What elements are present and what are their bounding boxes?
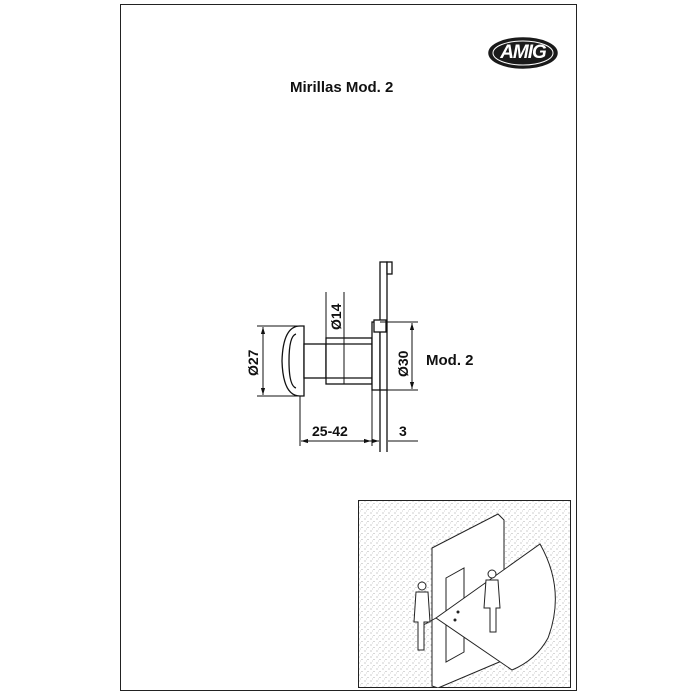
viewing-angle-illustration (358, 500, 571, 688)
dimension-barrel-diameter: Ø14 (328, 303, 344, 330)
model-label: Mod. 2 (426, 352, 474, 369)
barrel-step (303, 343, 327, 379)
barrel (325, 337, 373, 385)
cover-pivot (373, 319, 387, 333)
person-inside (413, 581, 431, 651)
dimension-door-thickness: 25-42 (312, 423, 348, 439)
dimension-outer-diameter: Ø27 (245, 349, 261, 376)
cover-knob (386, 261, 393, 275)
dimension-flange-diameter: Ø30 (395, 350, 411, 377)
page-title: Mirillas Mod. 2 (290, 79, 394, 96)
amig-logo-text: AMIG (500, 42, 547, 63)
amig-logo (488, 37, 558, 69)
dimension-flange-thickness: 3 (399, 423, 407, 439)
person-outside (483, 569, 501, 633)
